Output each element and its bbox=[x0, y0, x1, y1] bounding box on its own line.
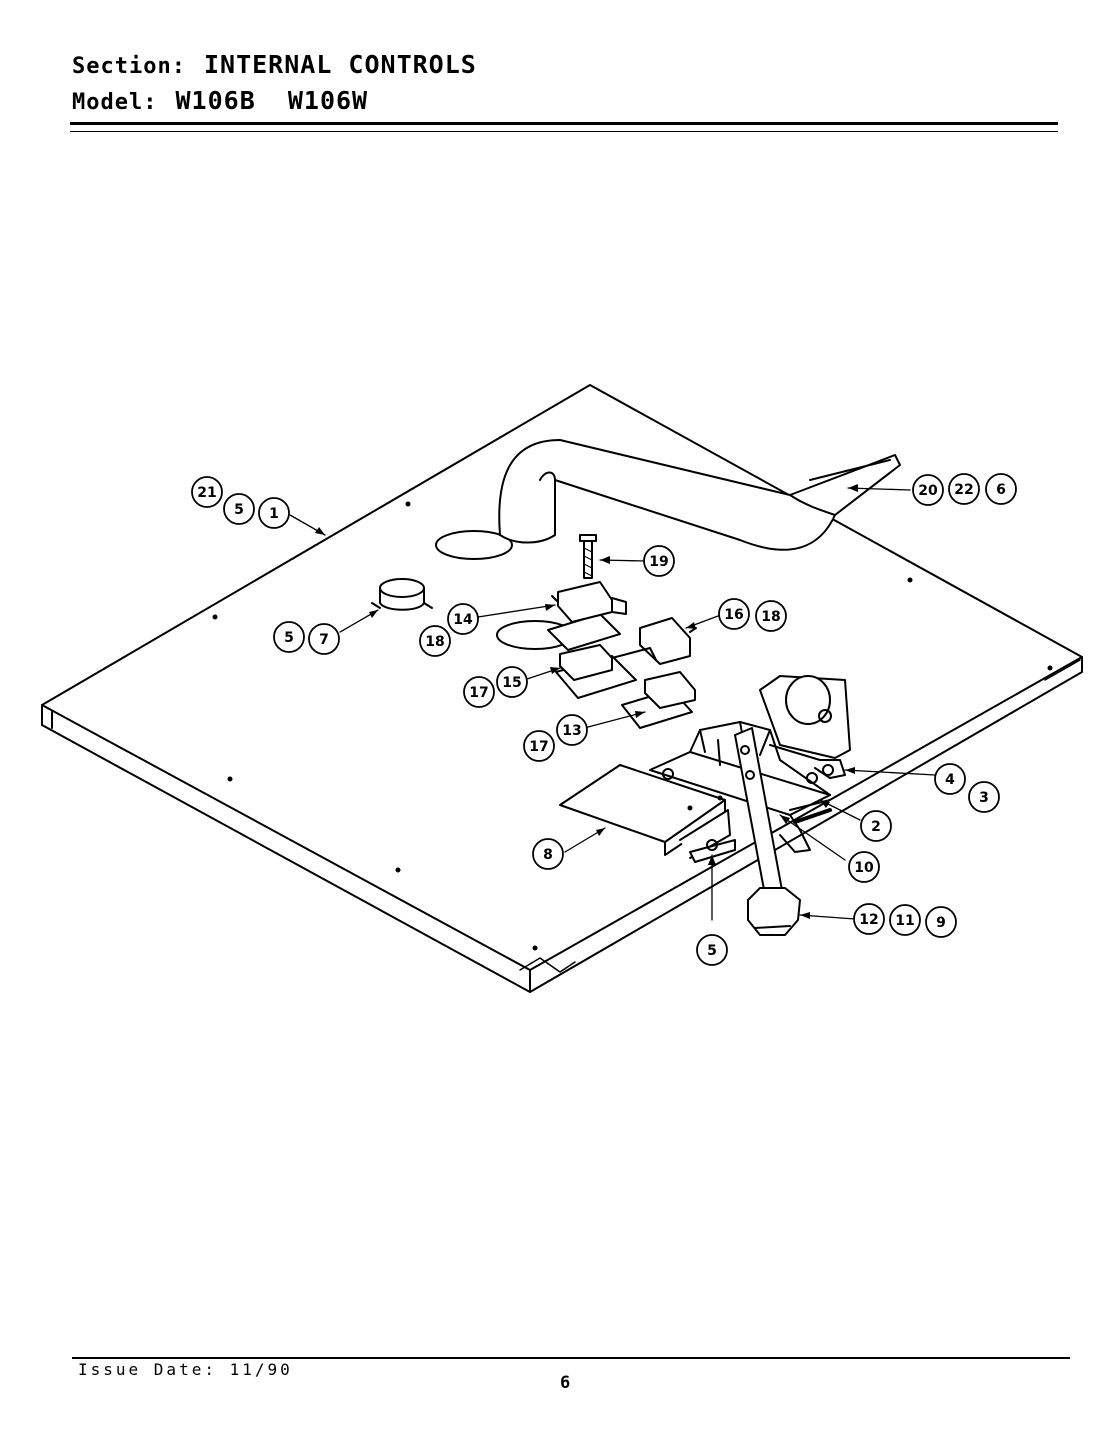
model-header: Model: W106B W106W bbox=[72, 86, 368, 115]
section-header: Section: INTERNAL CONTROLS bbox=[72, 50, 477, 79]
svg-text:6: 6 bbox=[996, 482, 1006, 498]
svg-text:21: 21 bbox=[197, 485, 216, 501]
callout-5-third: 5 bbox=[696, 934, 728, 966]
duct-tube bbox=[498, 439, 901, 551]
callout-12: 12 bbox=[853, 903, 885, 935]
callout-13: 13 bbox=[556, 714, 588, 746]
callout-17-second: 17 bbox=[523, 730, 555, 762]
callout-6: 6 bbox=[985, 473, 1017, 505]
control-assembly bbox=[649, 721, 832, 853]
svg-text:20: 20 bbox=[918, 483, 938, 499]
svg-text:22: 22 bbox=[954, 482, 973, 498]
switch-lower bbox=[621, 671, 696, 729]
section-label: Section: bbox=[72, 54, 186, 79]
callout-16: 16 bbox=[718, 598, 750, 630]
arrowheads bbox=[315, 484, 858, 919]
svg-text:5: 5 bbox=[234, 502, 244, 518]
callouts: 21 5 1 20 22 6 19 5 7 14 18 16 18 17 15 … bbox=[191, 473, 1017, 966]
svg-text:3: 3 bbox=[979, 790, 989, 806]
callout-11: 11 bbox=[889, 904, 921, 936]
svg-text:9: 9 bbox=[936, 915, 946, 931]
svg-text:2: 2 bbox=[871, 819, 881, 835]
svg-text:17: 17 bbox=[469, 685, 488, 701]
svg-text:1: 1 bbox=[269, 506, 279, 522]
svg-text:8: 8 bbox=[543, 847, 553, 863]
callout-1: 1 bbox=[258, 497, 290, 529]
panel-hole-upper bbox=[435, 530, 513, 560]
callout-17: 17 bbox=[463, 676, 495, 708]
callout-3: 3 bbox=[968, 781, 1000, 813]
svg-text:10: 10 bbox=[854, 860, 874, 876]
svg-text:11: 11 bbox=[895, 913, 914, 929]
svg-text:5: 5 bbox=[707, 943, 717, 959]
screw bbox=[579, 534, 597, 579]
svg-text:5: 5 bbox=[284, 630, 294, 646]
callout-19: 19 bbox=[643, 545, 675, 577]
callout-4: 4 bbox=[934, 763, 966, 795]
svg-text:18: 18 bbox=[761, 609, 780, 625]
svg-text:15: 15 bbox=[502, 675, 521, 691]
footer-rule bbox=[72, 1357, 1070, 1359]
callout-21: 21 bbox=[191, 476, 223, 508]
header-rule-bottom bbox=[70, 131, 1058, 132]
svg-text:12: 12 bbox=[859, 912, 878, 928]
header-rule-top bbox=[70, 122, 1058, 125]
svg-text:13: 13 bbox=[562, 723, 581, 739]
thermostat-lower bbox=[555, 644, 657, 699]
callout-5-second: 5 bbox=[273, 621, 305, 653]
svg-text:19: 19 bbox=[649, 554, 668, 570]
svg-text:14: 14 bbox=[453, 612, 473, 628]
timer-motor bbox=[759, 675, 851, 779]
svg-text:16: 16 bbox=[724, 607, 743, 623]
round-switch bbox=[371, 578, 433, 611]
thermostat-upper bbox=[547, 581, 627, 651]
callout-14: 14 bbox=[447, 603, 479, 635]
callout-20: 20 bbox=[912, 474, 944, 506]
svg-text:17: 17 bbox=[529, 739, 548, 755]
model-label: Model: bbox=[72, 90, 158, 115]
callout-22: 22 bbox=[948, 473, 980, 505]
svg-text:18: 18 bbox=[425, 634, 444, 650]
callout-5: 5 bbox=[223, 493, 255, 525]
callout-10: 10 bbox=[848, 851, 880, 883]
callout-18-second: 18 bbox=[755, 600, 787, 632]
callout-2: 2 bbox=[860, 810, 892, 842]
svg-text:4: 4 bbox=[945, 772, 955, 788]
callout-15: 15 bbox=[496, 666, 528, 698]
control-lever bbox=[734, 727, 801, 936]
svg-text:7: 7 bbox=[319, 632, 329, 648]
page-number: 6 bbox=[560, 1373, 571, 1393]
section-title: INTERNAL CONTROLS bbox=[203, 50, 477, 79]
issue-date: Issue Date: 11/90 bbox=[78, 1360, 293, 1379]
callout-9: 9 bbox=[925, 906, 957, 938]
mounting-bracket bbox=[559, 764, 736, 863]
rivet-dots bbox=[212, 501, 1053, 951]
callout-8: 8 bbox=[532, 838, 564, 870]
model-numbers: W106B W106W bbox=[175, 86, 369, 115]
callout-18: 18 bbox=[419, 625, 451, 657]
callout-7: 7 bbox=[308, 623, 340, 655]
